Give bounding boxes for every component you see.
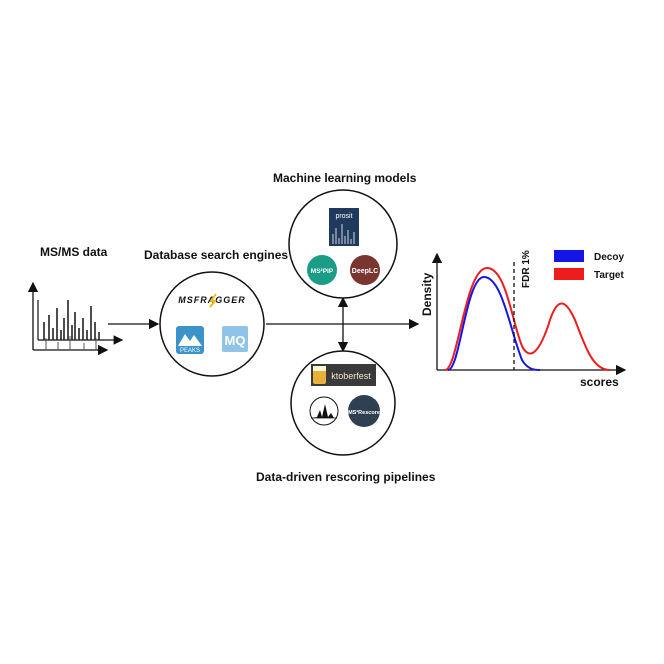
density-ylabel: Density (420, 272, 434, 316)
density-xlabel: scores (580, 375, 619, 389)
svg-text:MQ: MQ (225, 333, 246, 348)
density-chart: FDR 1% Density scores Decoy Target (420, 250, 627, 389)
legend-decoy-label: Decoy (594, 252, 624, 263)
peaks-logo: PEAKS (176, 326, 204, 354)
ms2pip-logo: MS²PIP (307, 255, 337, 285)
pipelines-title: Data-driven rescoring pipelines (256, 470, 436, 484)
deeplc-logo: DeepLC (350, 255, 380, 285)
svg-text:MS²PIP: MS²PIP (311, 268, 334, 275)
legend-decoy-swatch (554, 250, 584, 262)
svg-text:prosit: prosit (335, 213, 352, 220)
legend-target-label: Target (594, 270, 624, 281)
prosit-logo: prosit (329, 208, 359, 246)
peak-logo (309, 396, 339, 426)
legend-target-swatch (554, 268, 584, 280)
msfragger-logo: MSFRAGGER (175, 293, 250, 308)
svg-text:ktoberfest: ktoberfest (331, 371, 371, 381)
decoy-curve (447, 275, 541, 371)
ms2rescore-logo: MS²Rescore (348, 395, 380, 427)
oktoberfest-logo: ktoberfest (311, 364, 376, 386)
ml-models-title: Machine learning models (273, 171, 417, 185)
msms-spectrum (27, 281, 124, 356)
svg-text:PEAKS: PEAKS (180, 348, 200, 354)
search-engines-circle (159, 271, 265, 377)
svg-text:DeepLC: DeepLC (352, 268, 378, 275)
fdr-label: FDR 1% (521, 250, 532, 288)
svg-text:MS²Rescore: MS²Rescore (348, 409, 380, 416)
target-curve (444, 266, 611, 371)
search-engines-title: Database search engines (144, 248, 289, 262)
maxquant-logo: MQ (222, 326, 248, 352)
msms-title: MS/MS data (40, 245, 108, 259)
